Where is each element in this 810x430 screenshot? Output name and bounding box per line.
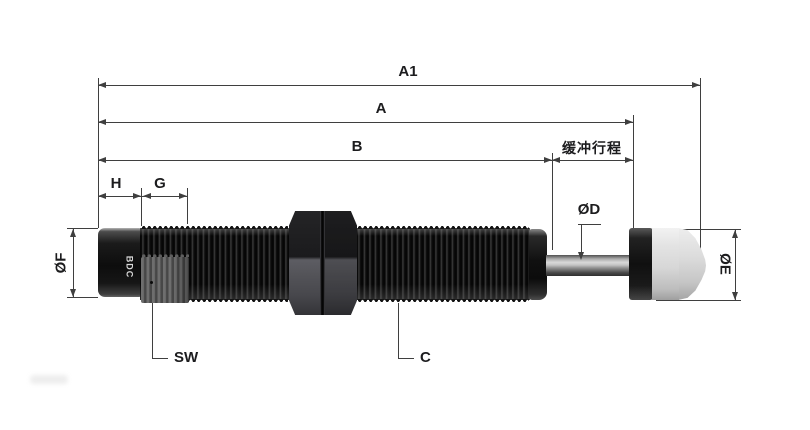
hex-nut-gap	[320, 211, 325, 315]
c-label: C	[420, 349, 431, 366]
dim-e-label: ØE	[716, 253, 734, 275]
dim-e-line	[735, 230, 736, 300]
dim-a1-arrow-left	[98, 82, 106, 88]
dim-f-arrow-bottom	[70, 289, 76, 297]
main-thread-section	[356, 225, 530, 303]
dim-e-ext-bottom	[656, 300, 741, 301]
dim-a-arrow-left	[98, 119, 106, 125]
dim-f-ext-bottom	[67, 297, 98, 298]
dim-e-ext-top	[656, 229, 741, 230]
dim-f-ext-top	[67, 228, 98, 229]
dim-b-label: B	[351, 138, 363, 155]
wrench-flat-leader-dot	[150, 281, 153, 284]
dim-f-arrow-top	[70, 229, 76, 237]
sw-label: SW	[174, 349, 199, 366]
extension-line-left	[98, 78, 99, 228]
dim-g-arrow-left	[143, 193, 151, 199]
dim-a-arrow-right	[625, 119, 633, 125]
dim-a-label: A	[375, 100, 387, 117]
dim-a1-arrow-right	[692, 82, 700, 88]
dim-g-label: G	[154, 175, 166, 192]
dim-e-arrow-top	[732, 230, 738, 238]
sw-leader-horizontal	[152, 358, 168, 359]
hex-lock-nuts	[289, 211, 357, 315]
dim-f-label: ØF	[52, 252, 70, 274]
dim-b-arrow-left	[98, 157, 106, 163]
sw-leader-vertical	[152, 300, 153, 358]
stop-collar	[629, 228, 653, 300]
dim-buffer-stroke-arrow-right	[625, 157, 633, 163]
dim-a1-line	[98, 85, 700, 86]
wrench-flat	[141, 254, 189, 303]
brand-logo-text: BDC	[124, 255, 134, 279]
bumper-cap-cone	[678, 228, 706, 300]
piston-rod	[546, 255, 632, 276]
dim-d-label: ØD	[577, 201, 601, 218]
extension-line-buffer-left	[552, 153, 553, 250]
rear-cap	[98, 228, 141, 297]
brand-logo: BDC	[120, 245, 138, 289]
dim-h-label: H	[110, 175, 122, 192]
dim-f-line	[73, 229, 74, 297]
extension-line-a-right	[633, 115, 634, 228]
body-end-cap	[529, 229, 547, 300]
hex-nut-right-facet-shade	[325, 211, 357, 315]
dim-h-g-line	[98, 196, 187, 197]
dim-d-leader-line	[581, 224, 582, 254]
dim-buffer-stroke-line	[552, 160, 633, 161]
bumper-cap-cylinder	[652, 228, 679, 300]
dim-d-leader-shoulder	[578, 224, 601, 225]
watermark-smudge	[30, 375, 68, 384]
dim-g-arrow-right	[179, 193, 187, 199]
dim-a1-label: A1	[398, 63, 418, 80]
dim-h-arrow-right	[133, 193, 141, 199]
dim-buffer-stroke-arrow-left	[552, 157, 560, 163]
dim-e-arrow-bottom	[732, 292, 738, 300]
dim-d-arrow	[578, 252, 584, 260]
dim-a-line	[98, 122, 633, 123]
c-leader-horizontal	[398, 358, 414, 359]
extension-line-g-right	[187, 188, 188, 224]
extension-line-h-g	[141, 188, 142, 226]
dim-buffer-stroke-label: 缓冲行程	[562, 140, 622, 156]
c-leader-vertical	[398, 303, 399, 358]
extension-line-a1-right	[700, 78, 701, 256]
dim-b-arrow-right	[544, 157, 552, 163]
dim-b-line	[98, 160, 552, 161]
dim-h-arrow-left	[98, 193, 106, 199]
